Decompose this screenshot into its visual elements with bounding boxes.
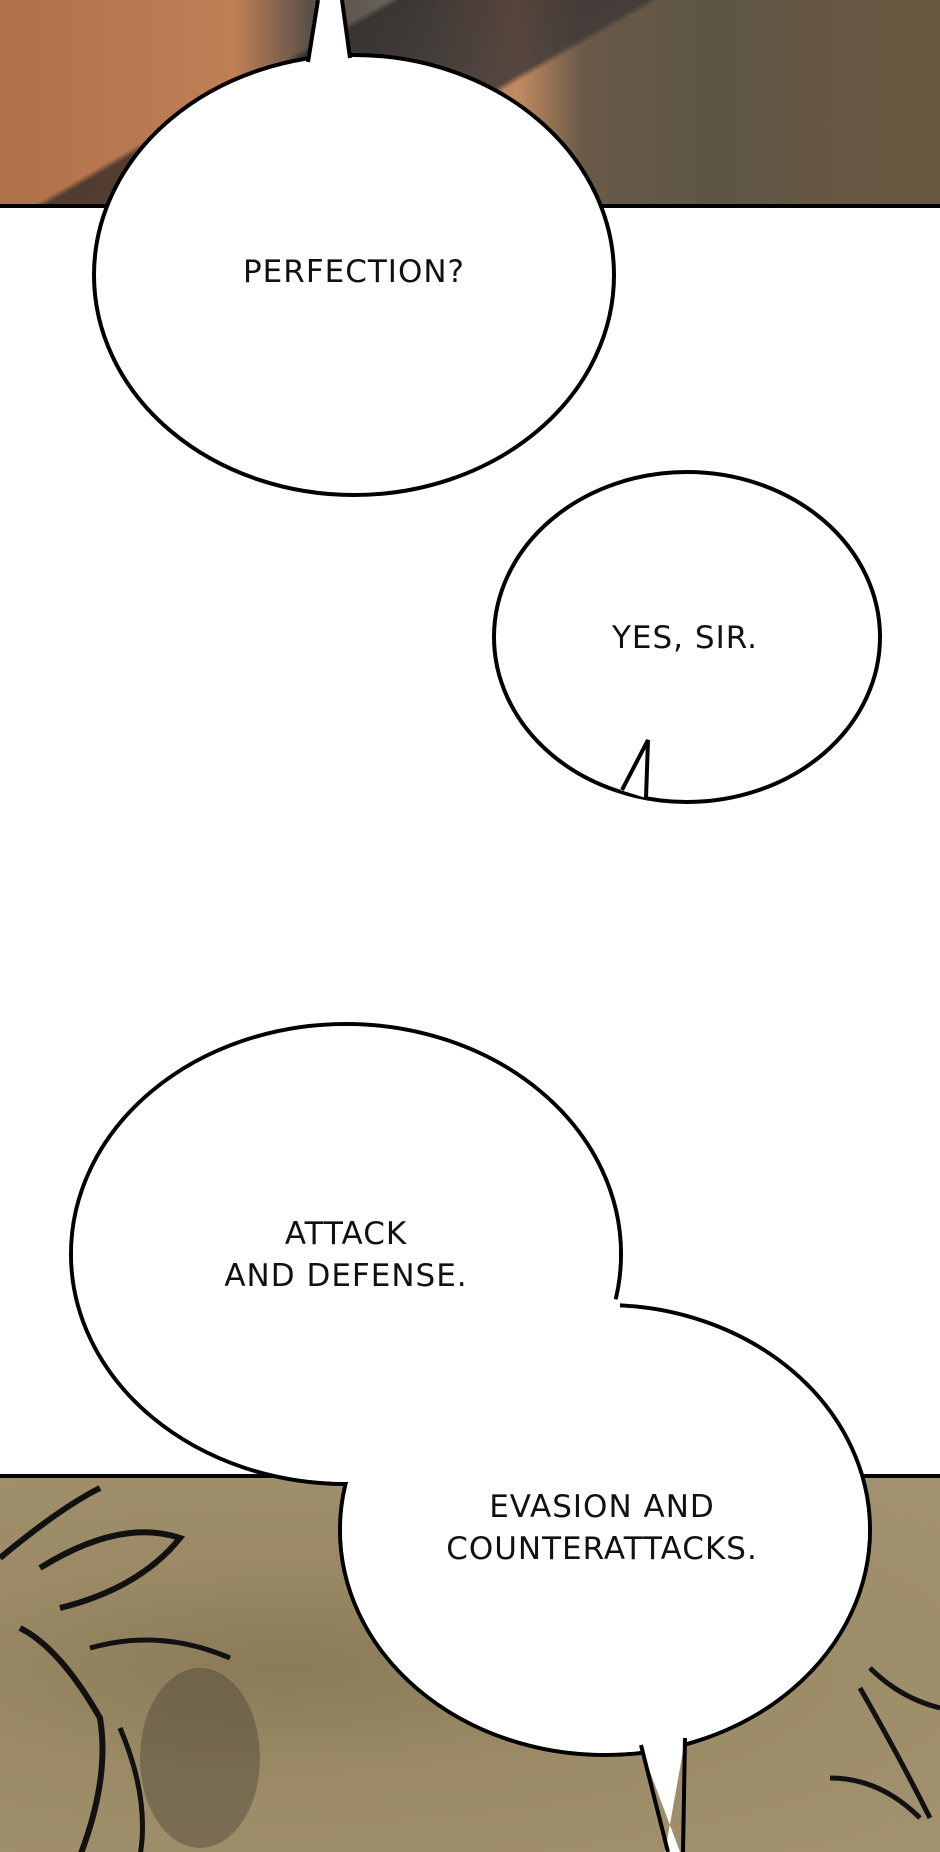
leaf-drawing [0, 1485, 940, 1852]
bubble-3-text: ATTACK AND DEFENSE. [224, 1213, 467, 1297]
bubble-4-text: EVASION AND COUNTERATTACKS. [446, 1486, 758, 1570]
bubble-4-line-1: EVASION AND [489, 1489, 715, 1525]
bubble-1-text: PERFECTION? [242, 254, 466, 290]
bubble-2-text: YES, SIR. [611, 620, 759, 656]
bubble-3-line-2: AND DEFENSE. [224, 1258, 468, 1294]
bubble-2 [492, 470, 882, 804]
bubble-3-line-1: ATTACK [284, 1216, 408, 1252]
bubble-4-line-2: COUNTERATTACKS. [446, 1531, 758, 1567]
bubble-1 [92, 0, 616, 497]
bubble-3-4-merged [69, 1022, 872, 1852]
